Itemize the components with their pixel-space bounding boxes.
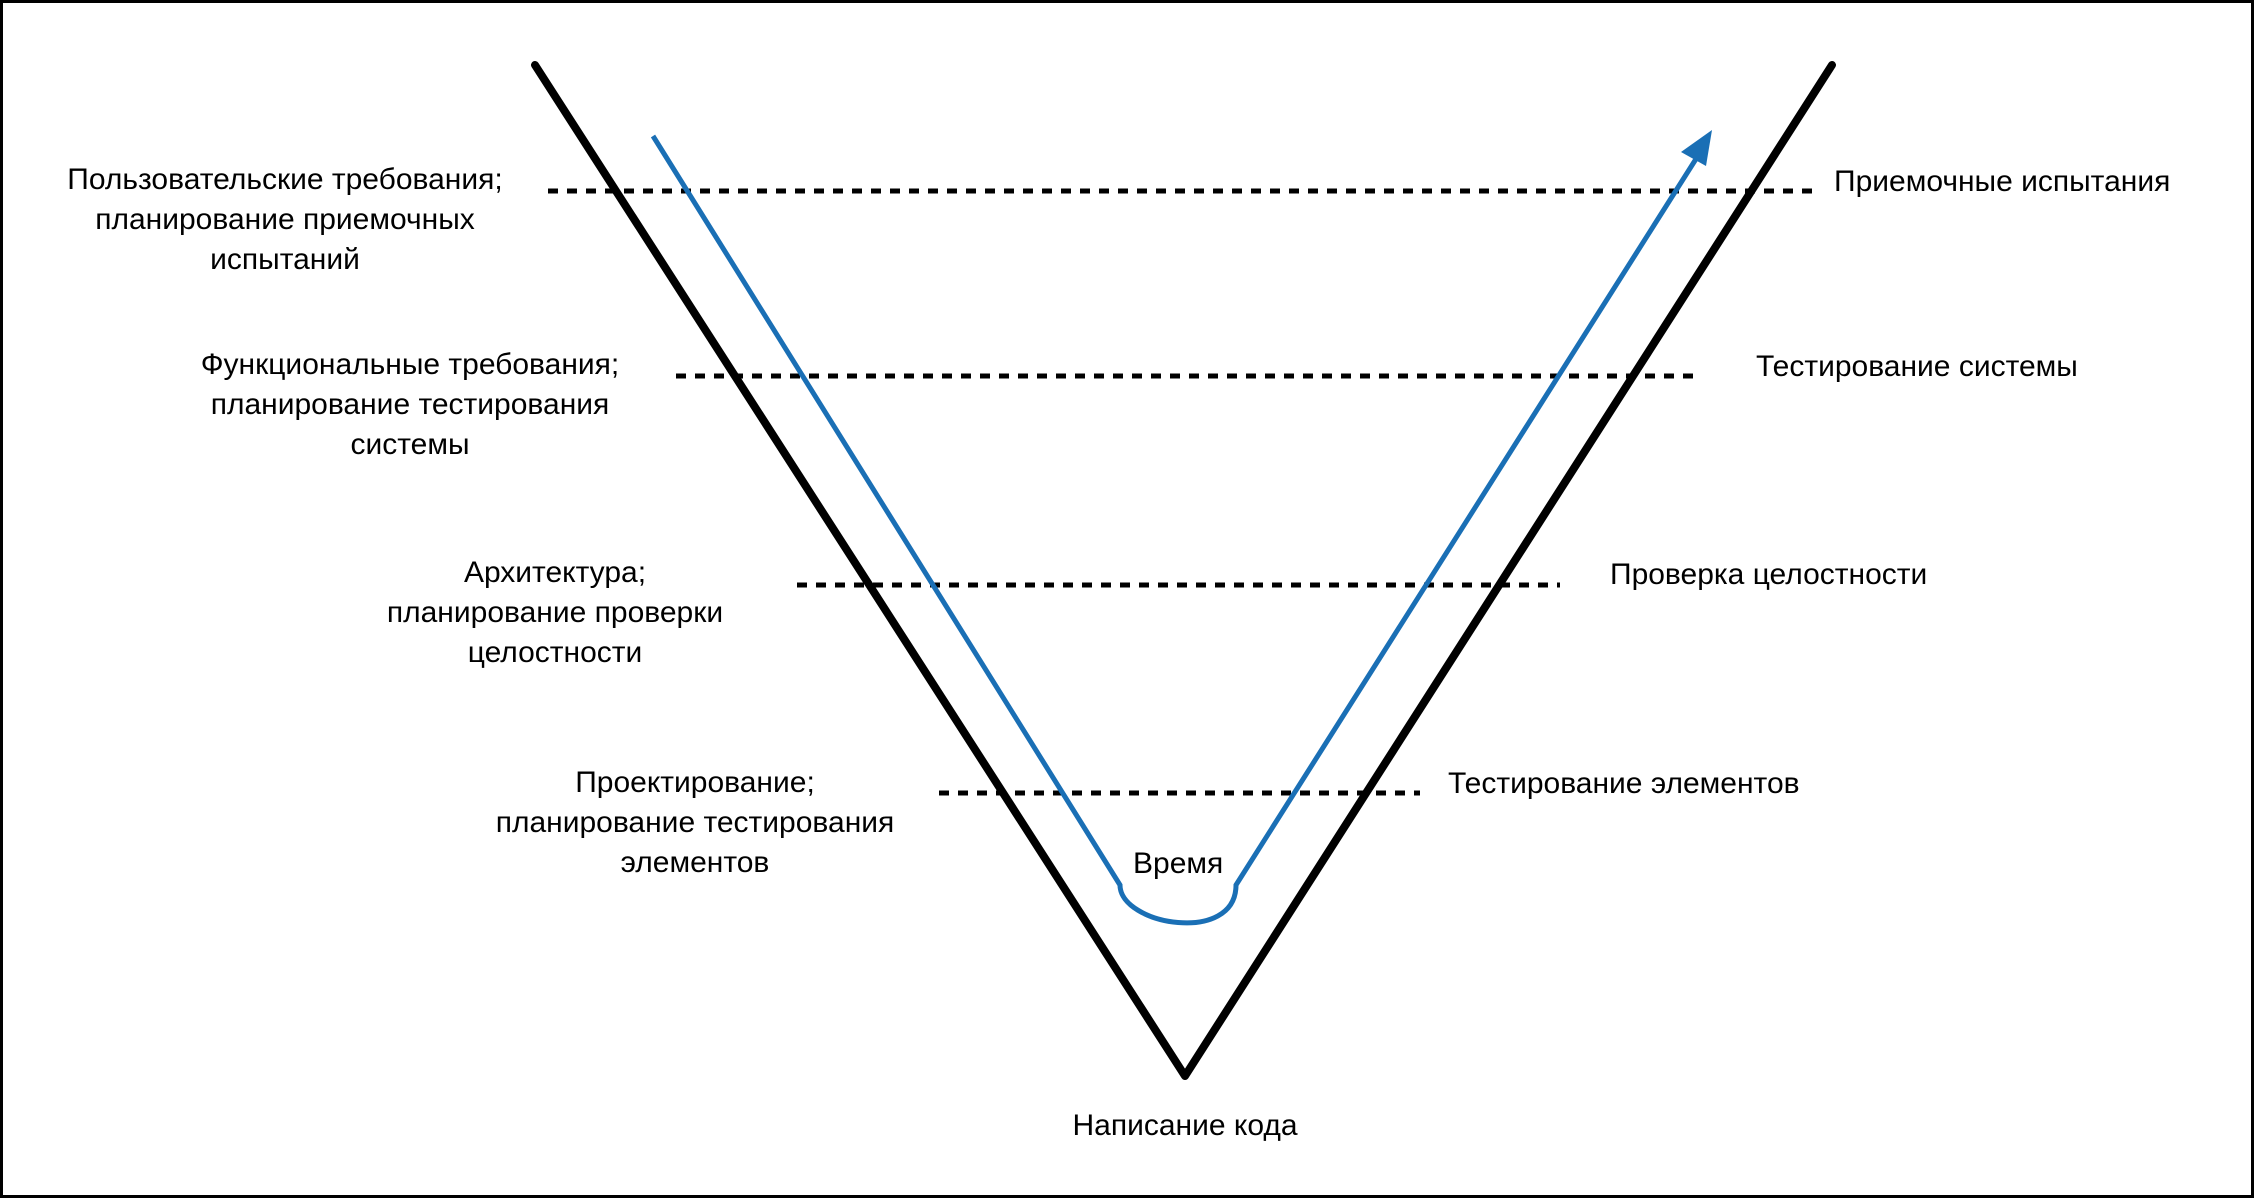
v-outline xyxy=(531,61,1836,1080)
left-label-design: Проектирование; планирование тестировани… xyxy=(495,766,895,879)
left-label-functional-requirements: Функциональные требования; планирование … xyxy=(200,348,620,461)
left-label-user-requirements: Пользовательские требования; планировани… xyxy=(67,163,503,276)
time-path xyxy=(650,134,1711,926)
right-label-integration-check: Проверка целостности xyxy=(1610,558,1928,591)
left-label-architecture: Архитектура; планирование проверки целос… xyxy=(386,556,724,669)
right-label-acceptance-testing: Приемочные испытания xyxy=(1834,165,2171,198)
right-label-system-testing: Тестирование системы xyxy=(1756,350,2078,383)
time-label: Время xyxy=(1133,847,1224,880)
time-arrowhead-icon xyxy=(1681,130,1712,166)
bottom-label-coding: Написание кода xyxy=(1072,1109,1298,1142)
right-label-unit-testing: Тестирование элементов xyxy=(1448,767,1800,800)
